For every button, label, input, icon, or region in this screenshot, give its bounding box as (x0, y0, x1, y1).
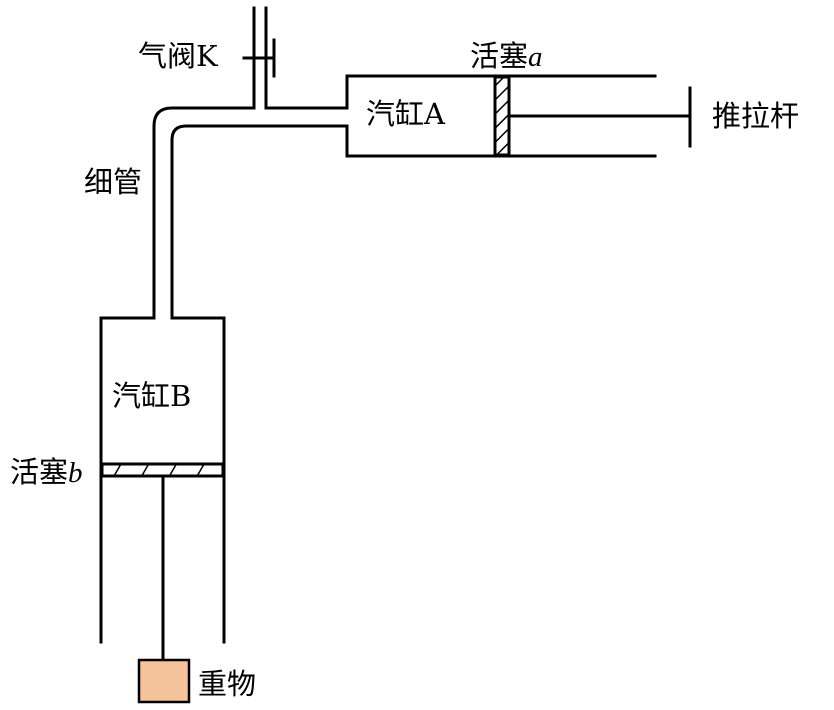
piston-a-label-letter: a (528, 41, 543, 73)
push-rod (507, 86, 692, 148)
piston-b-label: 活塞b (10, 455, 83, 489)
piston-b-label-letter: b (68, 457, 83, 489)
piston-a-label-prefix: 活塞 (470, 39, 528, 73)
piston-b-label-prefix: 活塞 (10, 455, 68, 489)
weight-label: 重物 (198, 667, 256, 701)
thin-tube-label: 细管 (84, 165, 142, 199)
piston-a-label: 活塞a (470, 39, 543, 73)
cylinder-b-label: 汽缸B (112, 379, 191, 413)
push-rod-label: 推拉杆 (712, 99, 799, 133)
cylinder-a (345, 74, 657, 158)
cylinder-a-label: 汽缸A (366, 97, 446, 131)
thin-tube (152, 88, 349, 320)
valve-label: 气阀K (138, 39, 219, 73)
cylinder-b (99, 316, 226, 644)
piston-a (493, 75, 511, 157)
piston-b (100, 462, 225, 478)
weight-block (137, 658, 191, 704)
valve-k (242, 38, 276, 78)
